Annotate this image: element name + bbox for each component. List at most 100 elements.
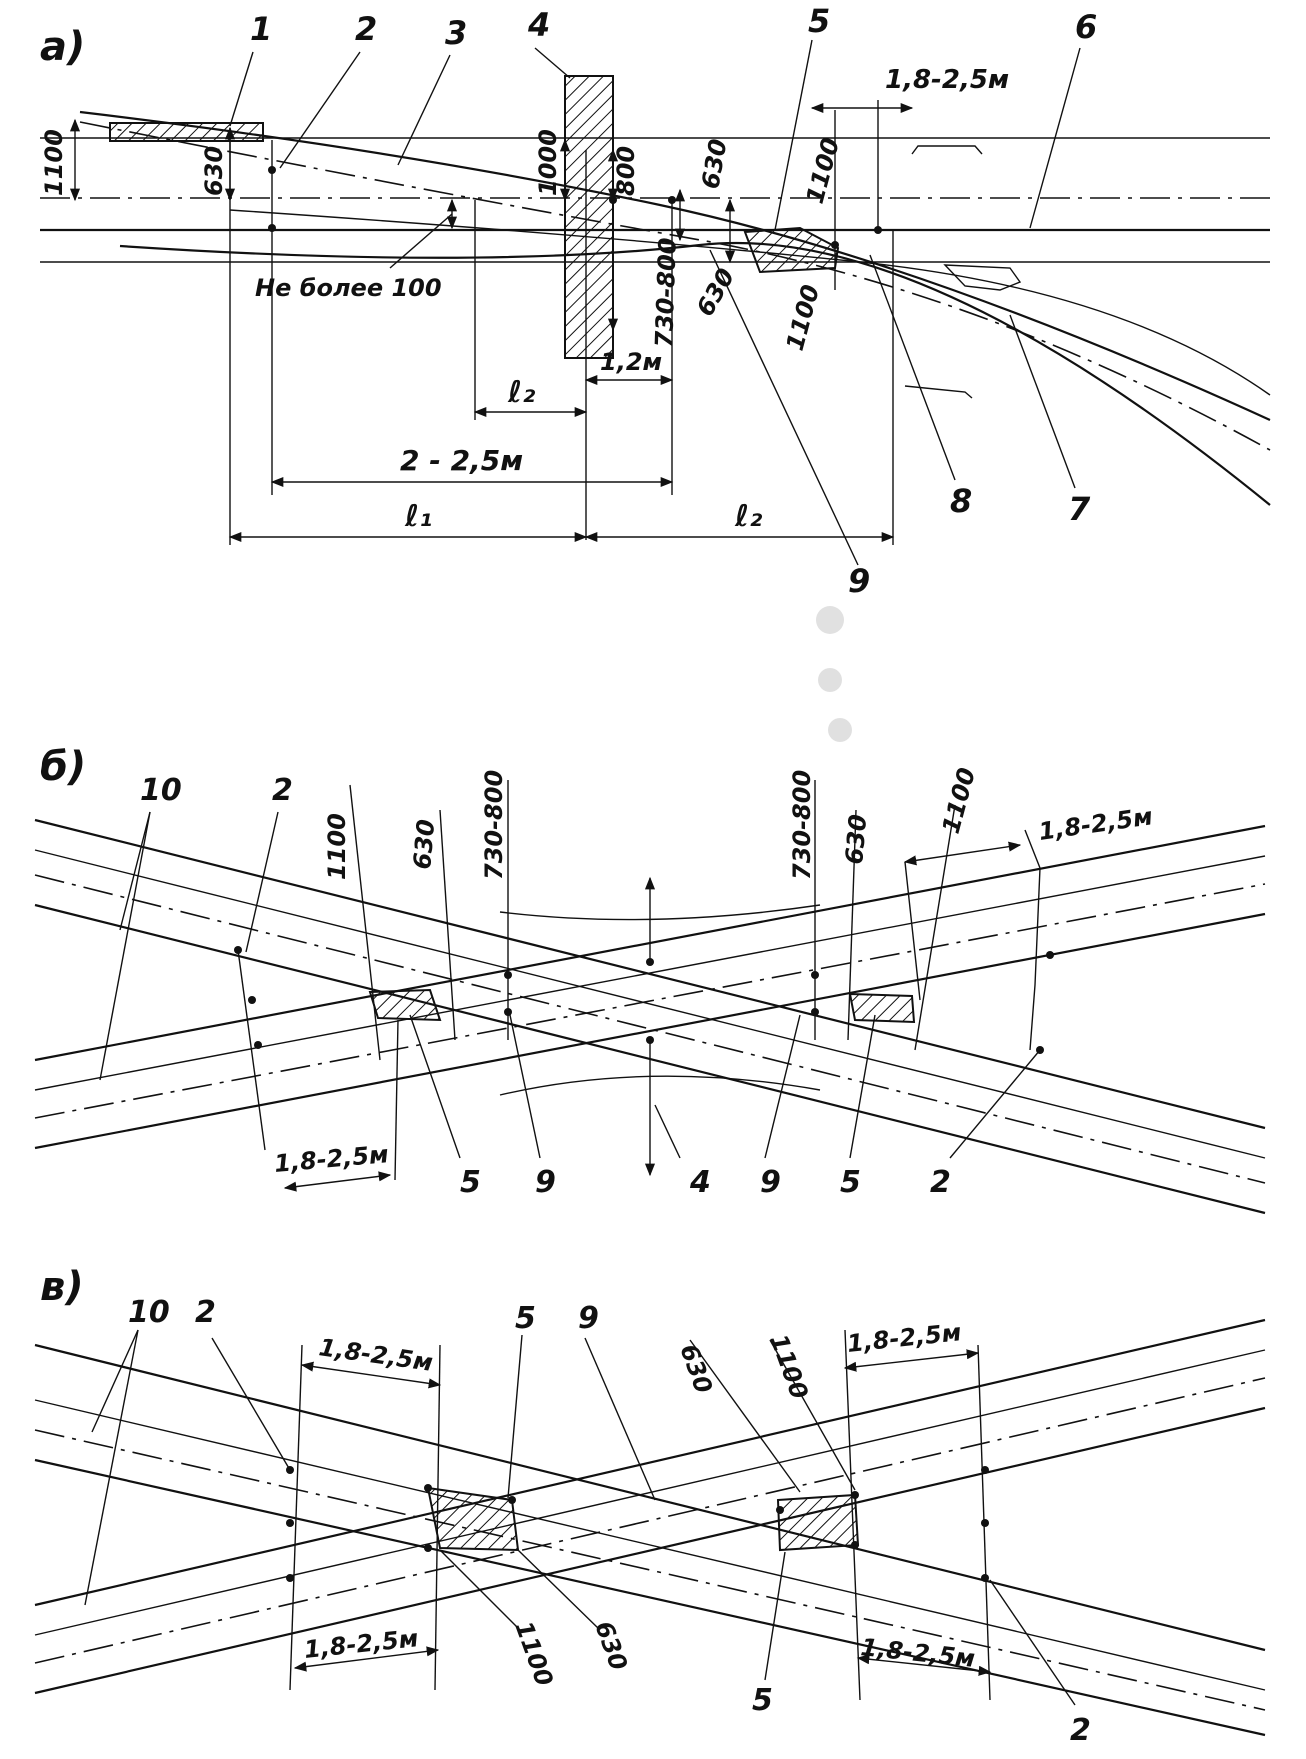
leader-line <box>509 1014 541 1159</box>
panel-b-label: б) <box>40 744 86 790</box>
ext-line <box>844 1329 861 1701</box>
track-point <box>776 1506 784 1514</box>
track-line <box>34 1343 1266 1652</box>
label-1000: 1000 <box>534 129 562 196</box>
leader-line <box>654 1104 681 1159</box>
label-1-2m: 1,2м <box>600 348 662 376</box>
pedestrian-crossing-4 <box>564 75 614 359</box>
callout-9: 9 <box>578 1301 599 1336</box>
label-630-left: 630 <box>200 146 228 196</box>
track-point <box>286 1574 294 1582</box>
callout-10: 10 <box>128 1295 170 1330</box>
label-l1: ℓ₁ <box>404 499 432 534</box>
ext-line <box>1024 829 1041 869</box>
panel-a-label: а) <box>40 24 85 70</box>
axis-line <box>34 1429 1266 1711</box>
leader-line <box>279 51 361 169</box>
leader-line <box>439 1549 521 1631</box>
leader-line <box>1009 314 1076 489</box>
curve-line <box>499 904 821 921</box>
label-1100-top: 1100 <box>764 1330 813 1402</box>
callout-5: 5 <box>840 1165 861 1200</box>
platform-5-right <box>848 992 916 1024</box>
label-l2-b: ℓ₂ <box>734 499 762 534</box>
callout-2: 2 <box>195 1295 216 1330</box>
leader-line <box>517 1549 601 1631</box>
label-630-top: 630 <box>674 1340 717 1397</box>
ext-line <box>289 1344 303 1691</box>
callout-5: 5 <box>808 2 830 40</box>
leader-line <box>764 1551 786 1681</box>
label-730-800: 730-800 <box>650 237 682 348</box>
leader-line <box>245 811 279 953</box>
label-630-mid: 630 <box>691 264 740 321</box>
ext-line <box>914 804 956 1051</box>
track-line <box>34 1349 1266 1636</box>
label-630-left: 630 <box>408 818 440 870</box>
callout-2: 2 <box>272 773 293 808</box>
track-point <box>1046 951 1054 959</box>
ext-line <box>439 809 456 1041</box>
track-point <box>811 1008 819 1016</box>
callout-2: 2 <box>930 1165 951 1200</box>
dim-gap-top-left <box>300 1361 442 1389</box>
signal-triangle-icon <box>943 264 1022 291</box>
ext-line <box>434 1344 441 1691</box>
diverging-track <box>79 110 1271 422</box>
leader-line <box>91 1329 139 1433</box>
leader-line <box>397 54 451 166</box>
track-point <box>268 166 276 174</box>
ext-line <box>1029 867 1041 1051</box>
leader-line <box>99 811 151 1081</box>
label-800: 800 <box>612 146 640 196</box>
leader-line <box>584 1337 656 1501</box>
label-630-right: 630 <box>840 813 872 865</box>
leader-line <box>849 1014 876 1159</box>
track-point <box>851 1491 859 1499</box>
platform-5-right <box>776 1493 860 1552</box>
panel-b: б) <box>34 744 1266 1215</box>
track-point <box>254 1041 262 1049</box>
callout-1: 1 <box>250 10 272 48</box>
track-point <box>424 1484 432 1492</box>
dim-gap-right <box>903 841 1022 866</box>
callout-8: 8 <box>950 482 972 520</box>
callout-3: 3 <box>445 14 467 52</box>
track-line <box>34 1318 1266 1607</box>
track-line <box>34 1399 1266 1691</box>
track-point <box>874 226 882 234</box>
track-line <box>34 855 1266 1091</box>
label-gap-bottom-right: 1,8-2,5м <box>859 1633 976 1673</box>
dim-gap-bottom-right <box>856 1654 992 1676</box>
label-gap-left: 1,8-2,5м <box>273 1140 390 1178</box>
track-line <box>34 912 1266 1150</box>
dim-gap-bottom-left <box>293 1646 440 1672</box>
callout-5: 5 <box>515 1301 536 1336</box>
dim-gap-top-right <box>843 1349 980 1372</box>
ext-line <box>394 1019 399 1181</box>
label-gap-right: 1,8-2,5м <box>1037 802 1154 846</box>
dim-gap-left <box>283 1171 392 1192</box>
label-not-more-100: Не более 100 <box>255 274 442 302</box>
label-730-800-right: 730-800 <box>788 770 816 880</box>
callout-5: 5 <box>752 1683 773 1718</box>
track-point <box>234 946 242 954</box>
callout-9: 9 <box>760 1165 781 1200</box>
callout-9: 9 <box>535 1165 556 1200</box>
track-line <box>34 818 1266 1130</box>
leader-line <box>764 1014 801 1159</box>
ext-line <box>847 809 857 1041</box>
track-point <box>646 1036 654 1044</box>
label-1100-bottom: 1100 <box>509 1617 558 1689</box>
track-point <box>268 224 276 232</box>
track-point <box>811 971 819 979</box>
leader-line <box>119 811 151 931</box>
leader-line <box>949 1049 1041 1159</box>
label-630-top: 630 <box>696 137 732 191</box>
track-point <box>981 1574 989 1582</box>
track-point <box>504 971 512 979</box>
ext-line <box>349 784 381 1061</box>
leader-line <box>769 1339 856 1491</box>
track-point <box>981 1466 989 1474</box>
